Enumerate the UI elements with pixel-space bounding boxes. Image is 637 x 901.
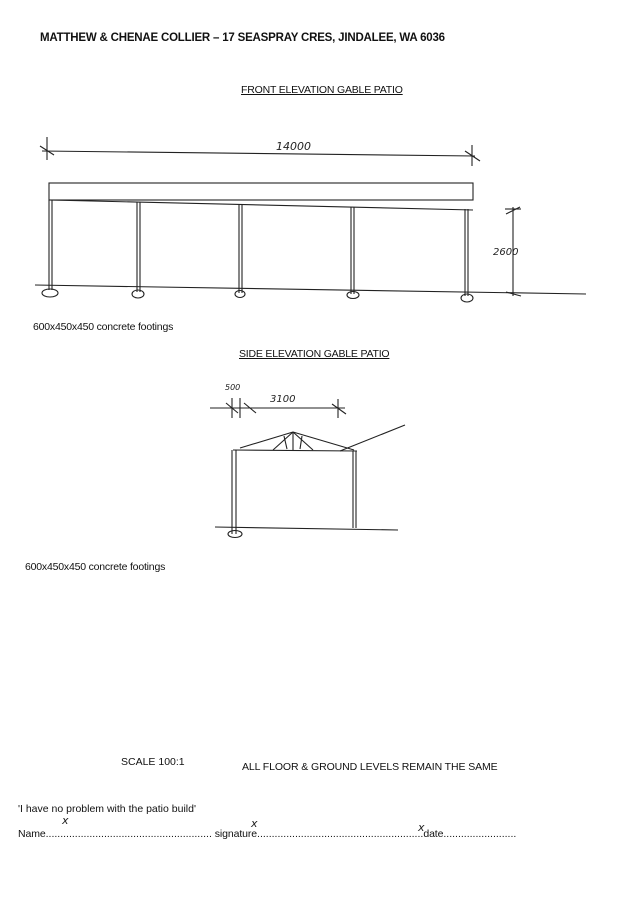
date-field[interactable]: ......................... <box>443 828 517 840</box>
front-width-dimension <box>39 137 481 166</box>
name-field[interactable]: ........................................… <box>45 828 212 840</box>
signature-line: Name....................................… <box>18 828 516 840</box>
name-label: Name <box>18 828 46 840</box>
date-label: date <box>423 828 444 840</box>
date-mark: x <box>418 821 425 834</box>
side-gable-frame <box>231 424 406 534</box>
signature-field[interactable]: ........................................… <box>257 828 424 840</box>
front-height-dimension <box>505 206 522 297</box>
front-columns <box>48 200 469 296</box>
front-footings-note: 600x450x450 concrete footings <box>33 321 174 333</box>
side-footings-note: 600x450x450 concrete footings <box>25 561 166 573</box>
side-dim-main-label: 3100 <box>270 394 295 405</box>
signature-mark: x <box>251 817 258 830</box>
ground-levels-note: ALL FLOOR & GROUND LEVELS REMAIN THE SAM… <box>242 761 498 773</box>
front-footings <box>41 288 474 303</box>
front-elevation-title: FRONT ELEVATION GABLE PATIO <box>241 84 403 96</box>
scale-label: SCALE 100:1 <box>121 756 185 768</box>
side-ground-line <box>214 526 399 531</box>
side-footing <box>227 529 243 539</box>
neighbour-statement: 'I have no problem with the patio build' <box>18 803 196 815</box>
signature-label: signature <box>214 828 258 840</box>
front-ground-line <box>34 284 587 295</box>
front-height-label: 2600 <box>493 247 518 258</box>
document-header: MATTHEW & CHENAE COLLIER – 17 SEASPRAY C… <box>40 32 445 44</box>
front-width-label: 14000 <box>276 140 311 153</box>
name-mark: x <box>62 814 69 827</box>
front-roof-beam <box>48 182 474 211</box>
side-dimensions <box>210 398 347 418</box>
side-elevation-title: SIDE ELEVATION GABLE PATIO <box>239 348 390 360</box>
side-dim-left-label: 500 <box>225 383 240 392</box>
